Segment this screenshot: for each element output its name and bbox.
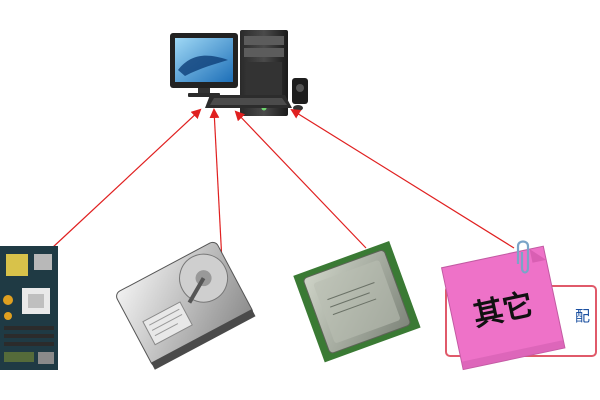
other-caption-text: 配 [575, 307, 591, 325]
arrow-other [290, 108, 515, 249]
arrow-hard-drive [209, 108, 223, 263]
cpu-icon [293, 240, 421, 363]
hard-drive-icon [116, 241, 256, 370]
arrows [51, 108, 515, 263]
motherboard-icon [0, 246, 58, 370]
arrow-cpu [234, 110, 367, 249]
desktop-computer-icon [170, 30, 308, 116]
sticky-note-icon: 其它 [440, 240, 597, 371]
arrow-motherboard [51, 108, 202, 249]
